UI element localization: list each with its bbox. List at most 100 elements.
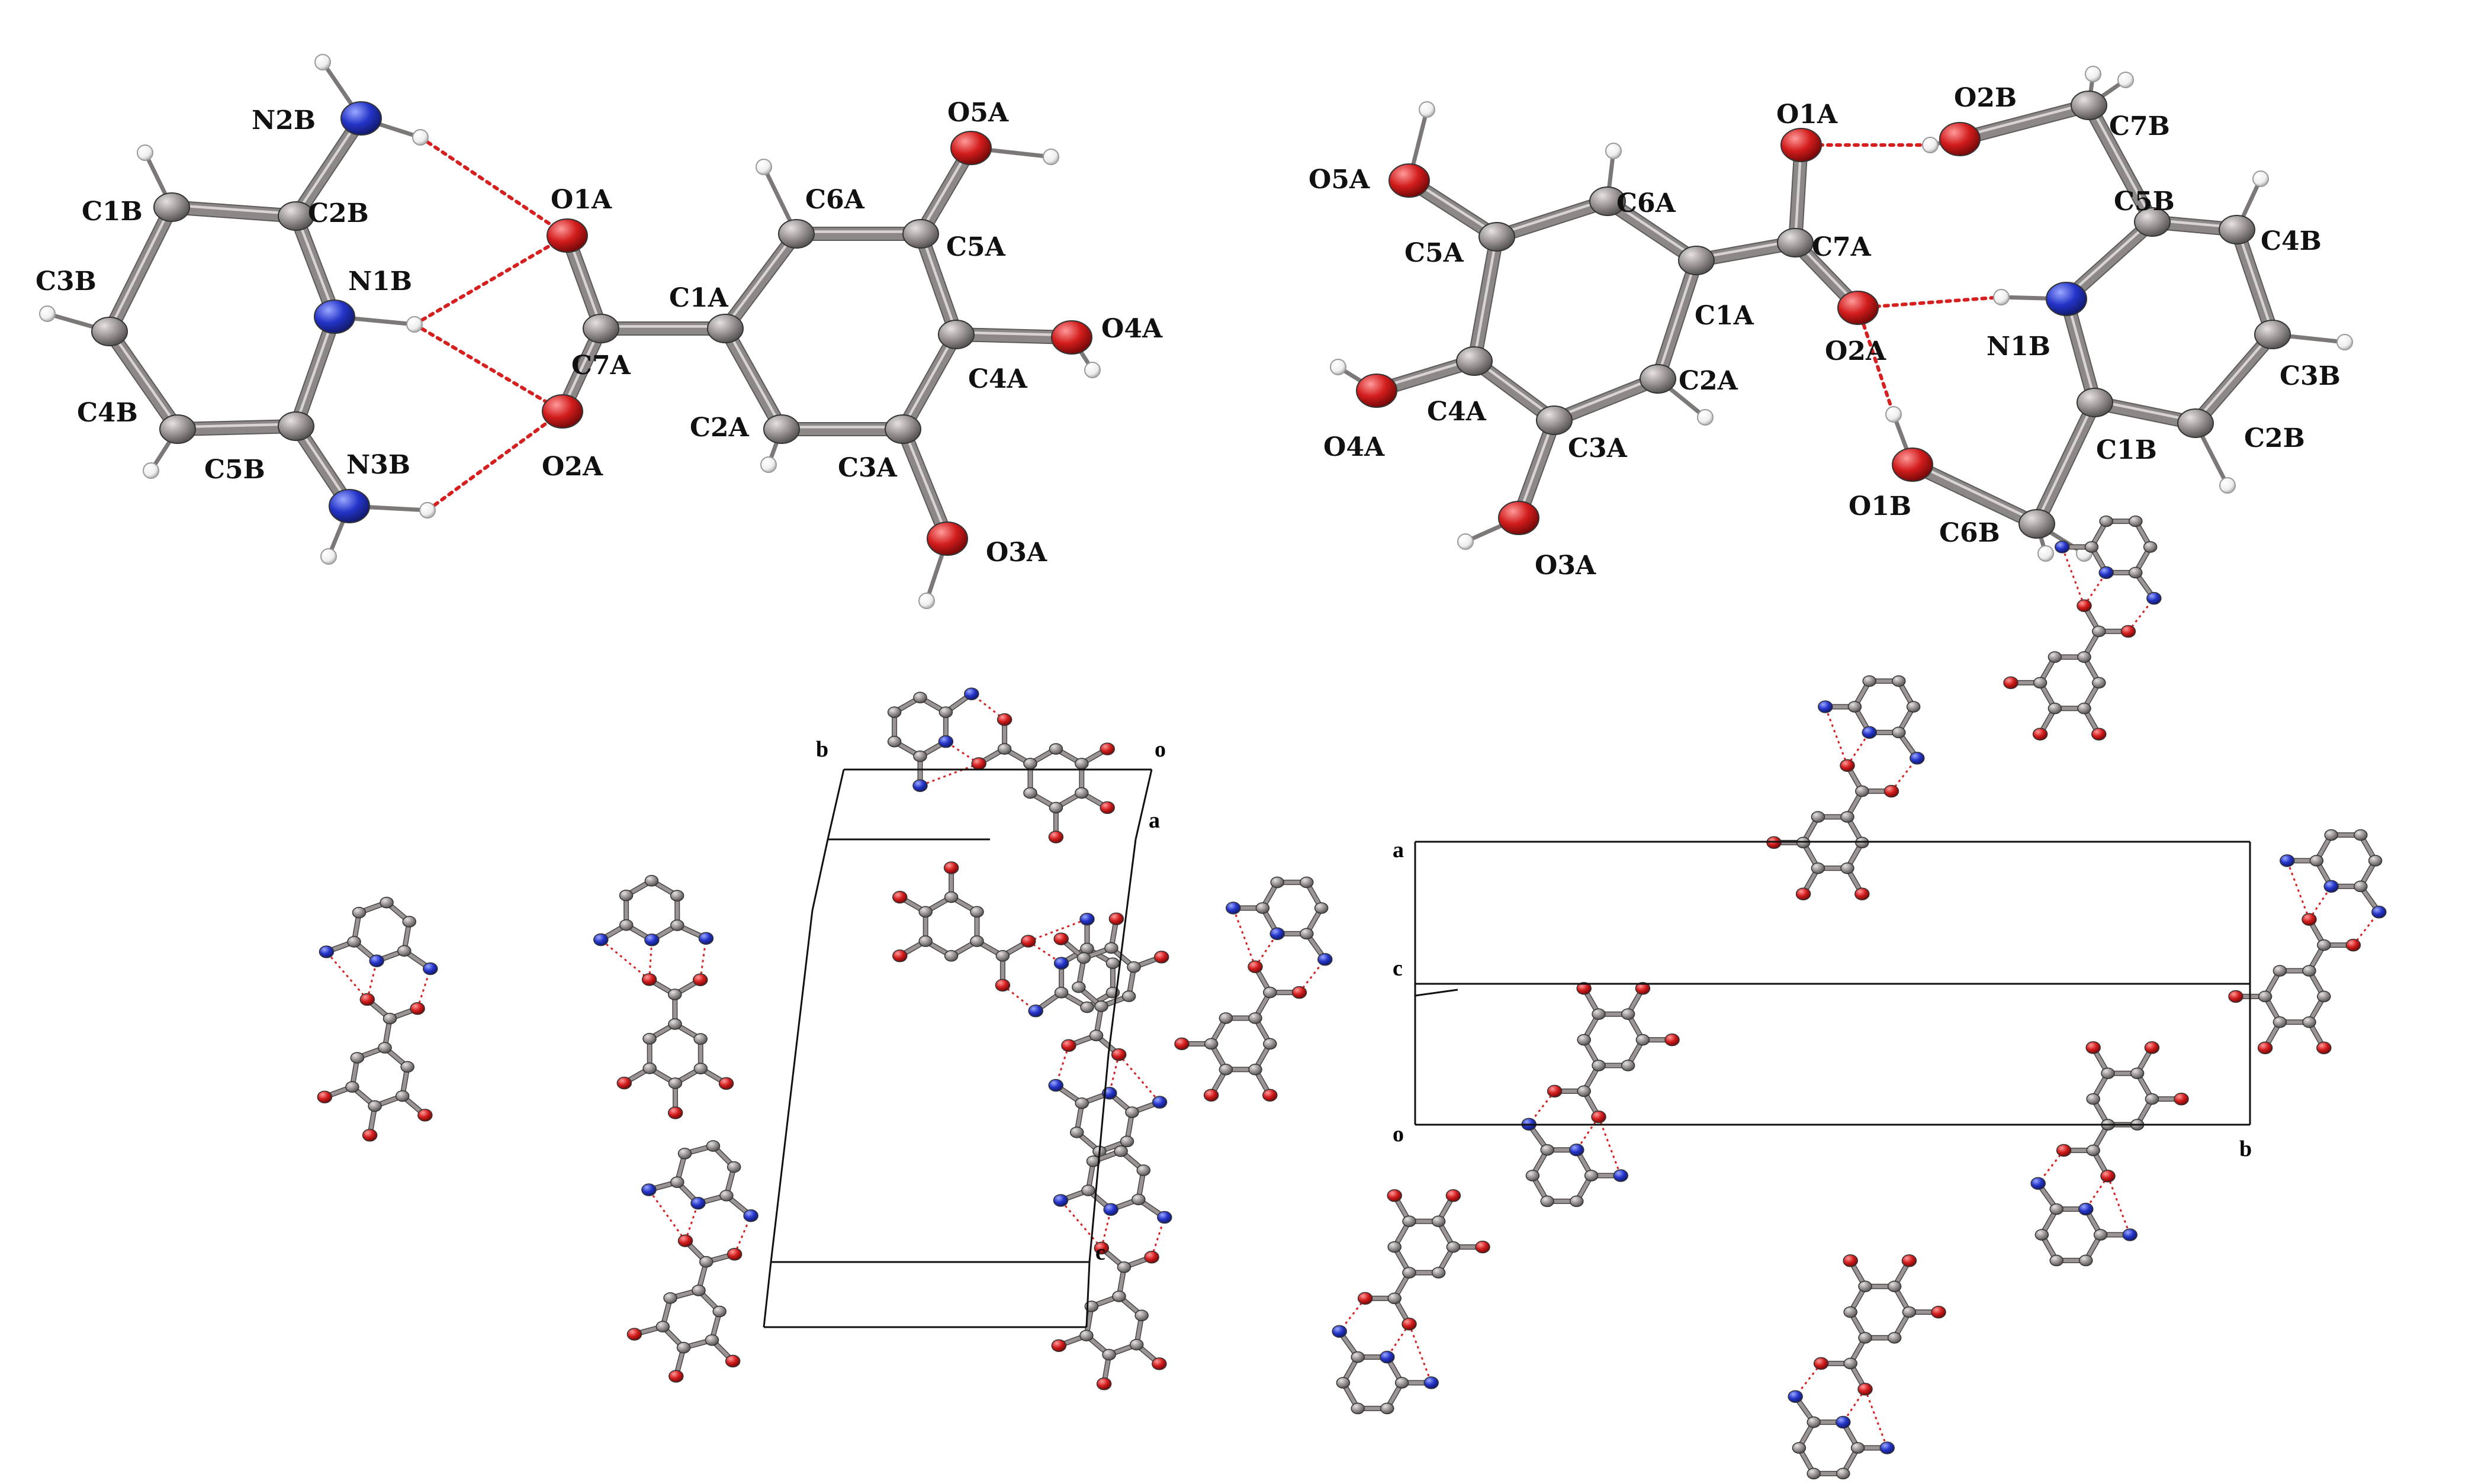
packing-atom-7-0 (1402, 1267, 1416, 1279)
packing-atom-8-9 (1843, 1254, 1858, 1267)
packing-atom-10-8 (1840, 759, 1855, 772)
bond-a-C3A-O3A-highlight (901, 426, 949, 538)
packing-atom-5-5 (1121, 990, 1136, 1002)
hydrogen-atom-a-3 (39, 305, 56, 322)
packing-atom-2-11 (616, 1076, 632, 1090)
packing-atom-3-10 (362, 1129, 378, 1142)
packing-atom-10-6 (1855, 785, 1869, 797)
bond-a-C2B-N1B-highlight (294, 213, 336, 316)
atom-a-C3B (91, 317, 128, 346)
hydrogen-atom-a-12 (918, 593, 935, 609)
atom-a-C4B (159, 414, 196, 444)
packing-atom-14-18 (1317, 953, 1333, 966)
packing-atom-8-12 (1836, 1415, 1851, 1429)
hydrogen-atom-a-9 (760, 456, 777, 473)
packing-atom-0-19 (912, 779, 928, 792)
atom-label-a-N3B: N3B (346, 450, 410, 480)
packing-atom-7-15 (1351, 1402, 1365, 1415)
unit-cell-edge-c-6 (1088, 1054, 1110, 1263)
bond-b-N1B-C5B (2061, 216, 2158, 305)
packing-atom-7-19 (1423, 1376, 1439, 1389)
packing-atom-4-10 (668, 1370, 684, 1383)
packing-atom-12-0 (2077, 651, 2091, 663)
packing-atom-12-2 (2077, 703, 2091, 714)
bond-a-C4B-C5B (172, 420, 302, 435)
packing-atom-10-0 (1840, 811, 1854, 823)
packing-atom-14-13 (1255, 902, 1270, 914)
packing-atom-9-18 (2030, 1177, 2046, 1190)
packing-atom-7-9 (1387, 1189, 1402, 1202)
packing-atom-6-2 (1129, 1338, 1144, 1351)
packing-atom-7-13 (1394, 1377, 1409, 1389)
packing-atom-3-1 (400, 1061, 414, 1073)
packing-atom-14-11 (1174, 1037, 1190, 1051)
atom-label-b-O2A: O2A (1825, 336, 1886, 366)
bond-a-C1B-C3B-highlight (108, 204, 173, 331)
packing-atom-6-12 (1103, 1203, 1118, 1216)
atom-a-C6A (778, 219, 815, 249)
packing-atom-3-2 (395, 1090, 410, 1102)
atom-label-a-O4A: O4A (1101, 314, 1163, 344)
packing-atom-13-16 (1525, 1170, 1540, 1182)
packing-hbond-3-1 (366, 960, 378, 1000)
packing-atom-5-16 (1069, 1126, 1084, 1138)
packing-atom-12-11 (2003, 676, 2018, 690)
packing-atom-8-6 (1843, 1357, 1857, 1370)
packing-atom-1-5 (970, 906, 984, 918)
atom-label-a-N1B: N1B (348, 266, 412, 297)
packing-hbond-14-0 (1298, 958, 1326, 993)
packing-atom-9-9 (2085, 1041, 2101, 1054)
packing-atom-10-10 (1795, 887, 1811, 900)
packing-atom-7-17 (1351, 1351, 1365, 1363)
bond-b-C5A-C6A (1491, 195, 1613, 243)
atom-b-C5B (2134, 207, 2171, 237)
packing-atom-0-0 (1023, 758, 1037, 770)
hydrogen-atom-b-8 (2252, 170, 2269, 187)
bond-a-C2A-C1A-highlight (724, 325, 783, 429)
packing-atom-13-5 (1621, 1060, 1635, 1071)
packing-atom-14-15 (1300, 876, 1314, 889)
hydrogen-bond-a-1 (413, 234, 569, 326)
packing-atom-3-0 (378, 1042, 392, 1054)
packing-atom-13-0 (1592, 1060, 1606, 1071)
packing-atom-11-17 (2354, 880, 2368, 893)
packing-hbond-12-0 (2127, 597, 2155, 632)
packing-atom-1-19 (1079, 913, 1095, 926)
atom-label-a-C2B: C2B (308, 198, 369, 228)
bond-b-C6A-C1A (1602, 195, 1702, 266)
atom-label-a-O2A: O2A (542, 452, 603, 482)
packing-atom-13-15 (1540, 1195, 1554, 1208)
packing-atom-8-3 (1887, 1280, 1902, 1292)
atom-b-N1B (2046, 282, 2087, 316)
packing-atom-2-12 (644, 933, 660, 947)
packing-atom-11-11 (2228, 990, 2243, 1003)
packing-atom-13-11 (1664, 1033, 1680, 1047)
packing-atom-12-7 (2120, 624, 2136, 638)
packing-atom-1-16 (1080, 1001, 1094, 1013)
packing-atom-10-12 (1862, 726, 1877, 739)
packing-atom-0-13 (913, 750, 927, 762)
atom-a-O4A (1051, 320, 1092, 355)
packing-atom-11-6 (2317, 939, 2331, 951)
packing-atom-8-4 (1902, 1306, 1917, 1318)
atom-label-a-C4A: C4A (968, 364, 1028, 394)
bond-b-O2B-C7B-highlight (1958, 102, 2091, 139)
hydrogen-atom-b-12 (1885, 406, 1902, 423)
packing-atom-8-7 (1813, 1357, 1829, 1370)
packing-atom-3-4 (345, 1081, 359, 1093)
packing-atom-14-7 (1291, 986, 1307, 999)
packing-atom-8-0 (1858, 1332, 1872, 1344)
atom-label-b-O1A: O1A (1776, 99, 1838, 130)
packing-atom-2-5 (642, 1033, 657, 1045)
hydrogen-atom-a-6 (320, 548, 337, 565)
packing-atom-6-18 (1157, 1211, 1172, 1224)
packing-atom-8-13 (1850, 1442, 1865, 1454)
packing-atom-6-3 (1102, 1348, 1116, 1361)
packing-atom-5-14 (1120, 1135, 1134, 1148)
packing-atom-2-6 (668, 989, 682, 1000)
packing-atom-14-2 (1248, 1064, 1262, 1076)
packing-atom-6-13 (1081, 1184, 1095, 1196)
packing-atom-4-17 (719, 1190, 734, 1202)
packing-atom-2-16 (670, 890, 684, 902)
